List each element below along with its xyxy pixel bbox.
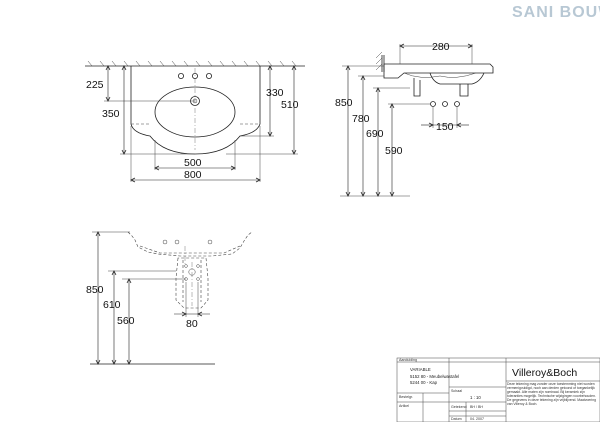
front-view: 850 610 560 80 [86,231,253,365]
dim-510-label: 510 [281,99,299,111]
date-label: Datum [451,417,462,421]
dim-330-label: 330 [266,87,284,99]
title-header-label: Aanduiding [399,358,417,362]
dim-850-side-label: 850 [335,97,353,109]
watermark-logo: SANI BOUW [512,4,600,21]
left-label-2: Artikel [399,404,409,408]
disclaimer-text: Deze tekening mag zonder onze toestemmin… [507,382,596,406]
brand-name: Villeroy&Boch [512,367,577,379]
dim-280-label: 280 [432,41,450,53]
scale-label: Schaal [451,389,462,393]
side-view: 280 850 780 690 590 150 [335,41,494,197]
drawn-label: Getekend [451,405,467,409]
dim-780-label: 780 [352,113,370,125]
product-line-2: 5244 00 - Kap [410,380,438,385]
scale-value: 1 : 10 [470,395,481,400]
dim-850-front-label: 850 [86,284,104,296]
dim-225-label: 225 [86,79,104,91]
dim-690-label: 690 [366,128,384,140]
dim-350-label: 350 [102,108,120,120]
dim-590-label: 590 [385,145,403,157]
top-view: 225 350 330 510 500 800 [85,60,305,183]
dim-500-label: 500 [184,157,202,169]
product-name: VARIABLE [410,367,431,372]
date-value: 04. 2007 [470,417,484,421]
dim-80-label: 80 [186,318,198,330]
dim-560-label: 560 [117,315,135,327]
drawn-initials: BH / BH [470,405,483,409]
dim-610-label: 610 [103,299,121,311]
title-block: Aanduiding VARIABLE 5152 80 - Meubelwast… [396,357,600,422]
dim-150-label: 150 [436,121,454,133]
product-line-1: 5152 80 - Meubelwastafel [410,374,459,379]
left-label-1: Bestelgr. [399,395,413,399]
dim-800-label: 800 [184,169,202,181]
